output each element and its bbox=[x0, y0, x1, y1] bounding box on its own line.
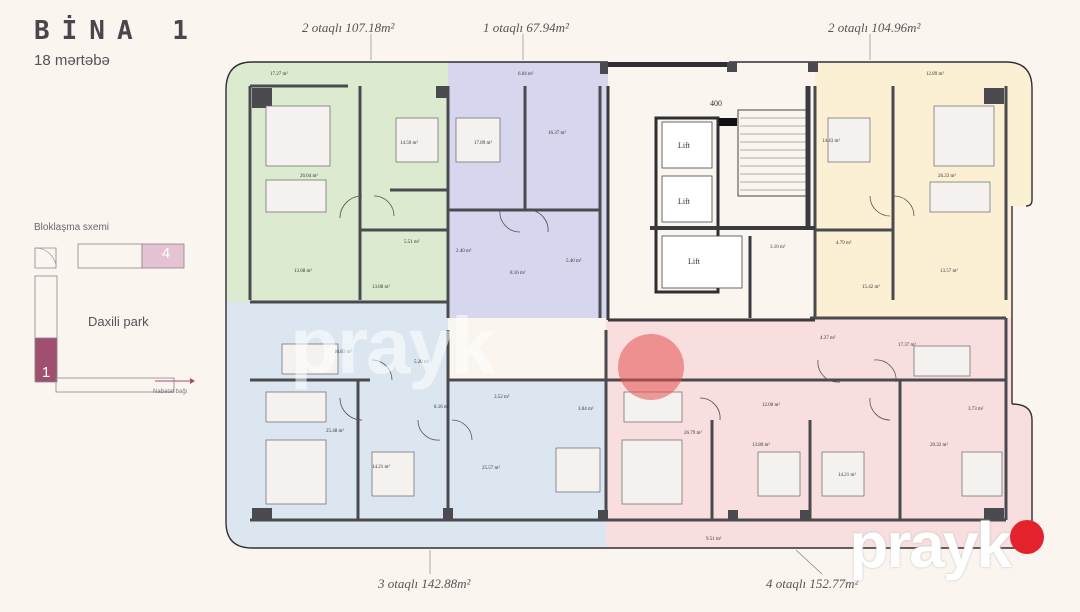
stair-marker bbox=[719, 118, 737, 126]
watermark-dot bbox=[1010, 520, 1044, 554]
block-outline bbox=[34, 247, 57, 265]
leader-line bbox=[795, 549, 823, 575]
block-outline bbox=[34, 247, 57, 269]
dimension-label: 400 bbox=[710, 99, 722, 108]
dining-table bbox=[265, 179, 327, 213]
watermark-faint: prayk bbox=[290, 301, 495, 390]
room-area: 3.04 m² bbox=[578, 406, 594, 412]
room-area: 13.68 m² bbox=[294, 268, 312, 274]
room-area: 17.89 m² bbox=[474, 140, 492, 146]
lift-1-label: Lift bbox=[678, 141, 691, 150]
room-area: 25.57 m² bbox=[482, 465, 500, 471]
room-area: 3.10 m² bbox=[770, 244, 786, 250]
bed bbox=[757, 451, 801, 497]
bed bbox=[371, 451, 415, 497]
bed bbox=[395, 117, 439, 163]
room-area: 20.32 m² bbox=[930, 442, 948, 448]
stair-treads bbox=[740, 117, 806, 191]
apt-label-top-right: 2 otaqlı 104.96m² bbox=[828, 20, 921, 35]
block-4[interactable] bbox=[141, 243, 185, 269]
floor-label: 18 mərtəbə bbox=[34, 52, 110, 69]
room-area: 12.00 m² bbox=[762, 402, 780, 408]
room-area: 16.83 m² bbox=[334, 349, 352, 355]
dining-table bbox=[265, 391, 327, 423]
room-area: 8.16 m² bbox=[434, 404, 450, 410]
outer-wall bbox=[608, 62, 729, 67]
core bbox=[606, 86, 815, 322]
room-area: 2.40 m² bbox=[456, 248, 472, 254]
room-area: 4.37 m² bbox=[820, 335, 836, 341]
room-area: 6.04 m² bbox=[518, 71, 534, 77]
block-4-label: 4 bbox=[161, 245, 171, 262]
block-outline bbox=[55, 377, 175, 393]
room-area: 8.16 m² bbox=[510, 270, 526, 276]
dining-table bbox=[929, 181, 991, 213]
room-area: 14.21 m² bbox=[838, 472, 856, 478]
lift-3[interactable] bbox=[661, 235, 743, 289]
block-1[interactable] bbox=[34, 337, 58, 383]
dining-table bbox=[913, 345, 971, 377]
block-1-label: 1 bbox=[41, 364, 51, 381]
room-area: 17.37 m² bbox=[898, 342, 916, 348]
lift-3-label: Lift bbox=[688, 257, 701, 266]
room-area: 26.04 m² bbox=[300, 173, 318, 179]
room-area: 13.80 m² bbox=[752, 442, 770, 448]
bed bbox=[555, 447, 601, 493]
zone-apartment-top-mid[interactable] bbox=[448, 62, 608, 318]
nabatat-label: Nabatat bağı bbox=[153, 389, 188, 395]
room-area: 5.51 m² bbox=[404, 239, 420, 245]
block-scheme-map bbox=[34, 243, 195, 393]
doors bbox=[339, 195, 915, 441]
room-area: 13.57 m² bbox=[940, 268, 958, 274]
columns bbox=[252, 62, 1004, 520]
apt-label-top-mid: 1 otaqlı 67.94m² bbox=[483, 20, 569, 35]
apt-label-top-left: 2 otaqlı 107.18m² bbox=[302, 20, 395, 35]
room-area: 5.20 m² bbox=[414, 359, 430, 365]
apt-label-bottom-right: 4 otaqlı 152.77m² bbox=[766, 576, 859, 591]
room-area: 3.73 m² bbox=[968, 406, 984, 412]
room-area: 15.42 m² bbox=[862, 284, 880, 290]
watermark-logo: prayk bbox=[849, 509, 1012, 581]
stairs bbox=[737, 109, 809, 197]
page-title: BİNA 1 bbox=[34, 16, 200, 46]
lift-2[interactable] bbox=[661, 175, 713, 223]
room-area: 13.88 m² bbox=[372, 284, 390, 290]
room-area: 26.23 m² bbox=[938, 173, 956, 179]
lift-2-label: Lift bbox=[678, 197, 691, 206]
sofa-set bbox=[265, 439, 327, 505]
lift-1[interactable] bbox=[661, 121, 713, 169]
room-area: 9.51 m² bbox=[706, 536, 722, 542]
room-area: 14.50 m² bbox=[400, 140, 418, 146]
sofa-set bbox=[933, 105, 995, 167]
legend-title: Bloklaşma sxemi bbox=[34, 222, 110, 233]
outer-wall bbox=[225, 61, 1033, 549]
room-area: 25.48 m² bbox=[326, 428, 344, 434]
bed bbox=[821, 451, 865, 497]
room-area: 16.37 m² bbox=[548, 130, 566, 136]
room-area: 17.27 m² bbox=[270, 71, 288, 77]
room-labels: 17.27 m² 14.50 m² 26.04 m² 5.51 m² 2.40 … bbox=[270, 71, 984, 542]
bed bbox=[455, 117, 501, 163]
room-area: 26.79 m² bbox=[684, 430, 702, 436]
apt-label-bottom-left: 3 otaqlı 142.88m² bbox=[378, 576, 471, 591]
room-area: 12.89 m² bbox=[926, 71, 944, 77]
bed bbox=[961, 451, 1003, 497]
room-area: 3.52 m² bbox=[494, 394, 510, 400]
room-area: 4.79 m² bbox=[836, 240, 852, 246]
room-area: 5.40 m² bbox=[566, 258, 582, 264]
sofa-set bbox=[621, 439, 683, 505]
room-area: 14.43 m² bbox=[822, 138, 840, 144]
furniture bbox=[265, 105, 1003, 505]
bed bbox=[827, 117, 871, 163]
watermark-faint-dot bbox=[618, 334, 684, 400]
dining-table bbox=[281, 343, 339, 375]
room-area: 14.21 m² bbox=[372, 464, 390, 470]
sofa-set bbox=[265, 105, 331, 167]
nabatat-arrow-head bbox=[190, 378, 195, 384]
park-label: Daxili park bbox=[88, 314, 149, 329]
